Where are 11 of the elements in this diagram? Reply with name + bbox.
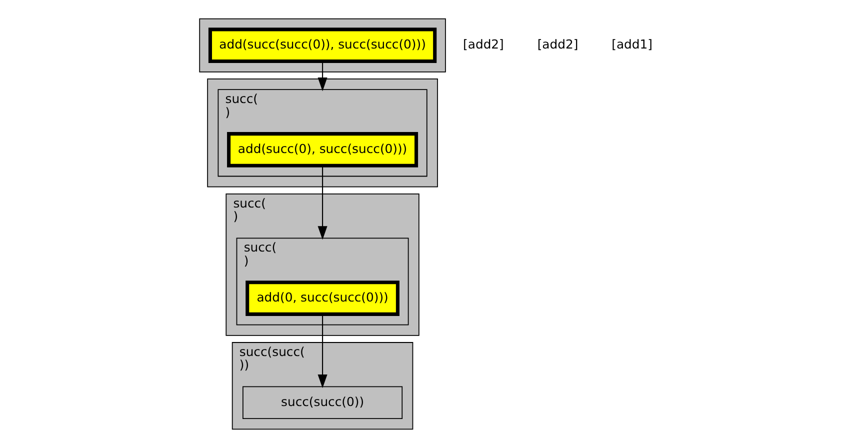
arrow <box>317 61 327 92</box>
node-box: succ(succ(0)) <box>242 386 402 419</box>
cluster <box>198 18 446 72</box>
label: [add1] <box>611 38 652 52</box>
node-box: add(0, succ(succ(0))) <box>245 280 399 316</box>
arrow <box>317 314 327 388</box>
node-box: add(succ(0), succ(succ(0))) <box>226 132 418 168</box>
arrow <box>317 166 327 240</box>
node-box: add(succ(succ(0)), succ(succ(0))) <box>208 28 436 64</box>
label: [add2] <box>536 38 578 52</box>
label: [add2] <box>462 38 504 52</box>
